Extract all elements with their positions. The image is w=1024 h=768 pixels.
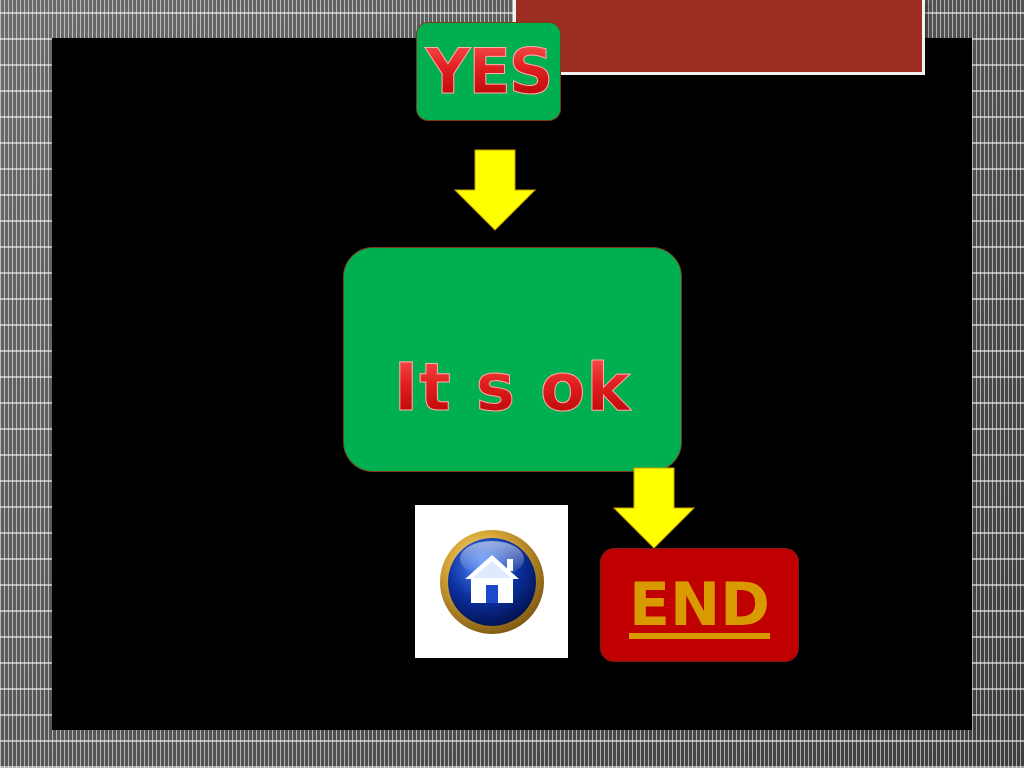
its-ok-box[interactable]: It s ok [343,247,682,472]
arrow-down-icon [613,467,695,549]
yes-label: YES [425,35,554,109]
end-box[interactable]: END [600,548,799,662]
home-button[interactable] [415,505,568,658]
end-label: END [628,570,770,640]
arrow-down-icon [454,149,536,231]
title-banner [513,0,925,75]
home-icon [439,529,544,634]
its-ok-label: It s ok [393,348,632,426]
yes-box[interactable]: YES [416,22,561,121]
